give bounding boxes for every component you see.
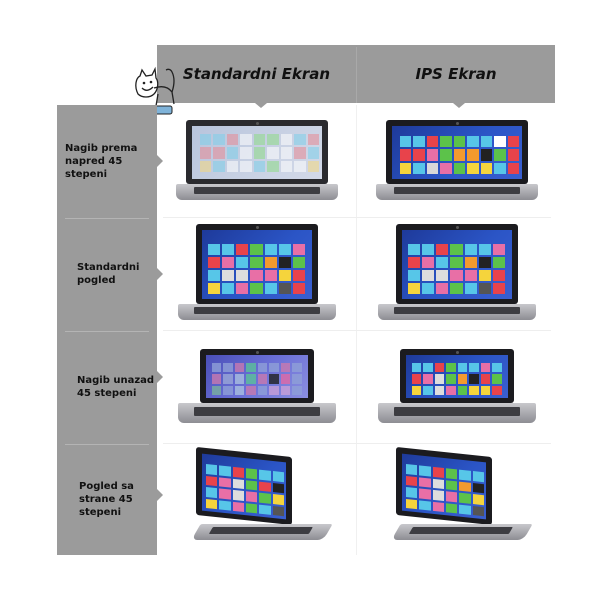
laptop-screen — [401, 230, 512, 299]
cat-mascot-icon — [135, 66, 175, 115]
row-divider — [65, 331, 149, 332]
laptop-screen — [191, 126, 322, 179]
pointer-right-icon — [157, 489, 163, 501]
row-divider — [65, 218, 149, 219]
laptop-screen — [401, 453, 486, 519]
row-label-side-view: Pogled sa strane 45 stepeni — [79, 481, 134, 518]
column-header-standard: Standardni Ekran — [182, 65, 331, 83]
row-label-forward-tilt: Nagib prema napred 45 stepeni — [65, 142, 138, 180]
laptop-image-standard-backward — [157, 331, 356, 443]
pointer-down-icon — [255, 103, 267, 108]
row-divider — [163, 443, 551, 444]
column-divider — [356, 47, 357, 103]
column-header-ips: IPS Ekran — [415, 65, 497, 83]
row-label-standard-view: Standardni pogled — [77, 262, 140, 286]
laptop-screen — [205, 355, 308, 398]
row-divider — [65, 444, 149, 445]
laptop-screen — [405, 355, 508, 398]
laptop-image-ips-backward — [357, 331, 556, 443]
pointer-right-icon — [157, 371, 163, 383]
row-header-column: Nagib prema napred 45 stepeni Standardni… — [57, 105, 163, 555]
laptop-image-ips-front — [357, 218, 556, 330]
column-header-bar: Standardni Ekran IPS Ekran — [157, 45, 555, 108]
row-divider — [163, 330, 551, 331]
laptop-image-standard-side — [157, 444, 356, 555]
laptop-screen — [391, 126, 522, 179]
pointer-right-icon — [157, 268, 163, 280]
comparison-grid — [157, 105, 555, 555]
pointer-down-icon — [453, 103, 465, 108]
laptop-screen — [201, 453, 286, 519]
laptop-screen — [201, 230, 312, 299]
pointer-right-icon — [157, 155, 163, 167]
laptop-image-standard-front — [157, 218, 356, 330]
laptop-image-ips-forward — [357, 105, 556, 217]
row-label-backward-tilt: Nagib unazad 45 stepeni — [77, 375, 155, 399]
laptop-image-standard-forward — [157, 105, 356, 217]
row-divider — [163, 217, 551, 218]
laptop-image-ips-side — [357, 444, 556, 555]
